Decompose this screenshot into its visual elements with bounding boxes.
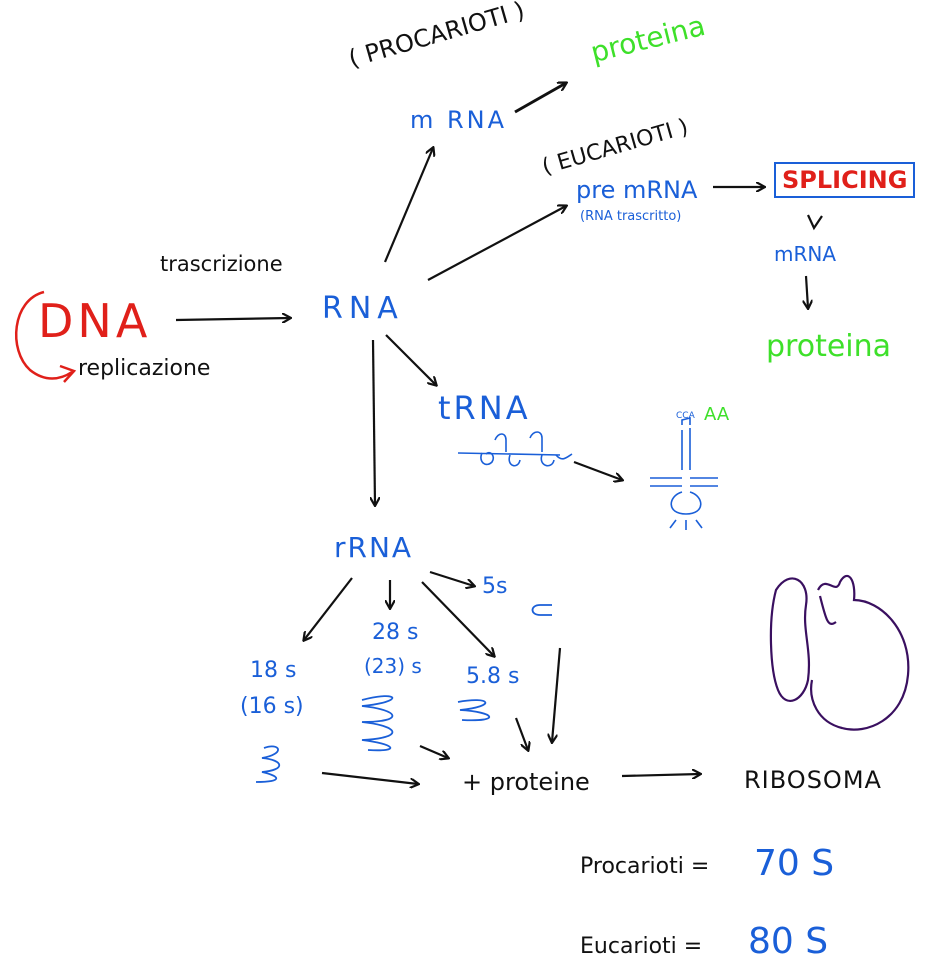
rrna-28s-squiggle (361, 695, 394, 752)
trascrizione-label: trascrizione (160, 252, 283, 276)
arrow-proteine-ribosoma (621, 774, 700, 776)
rna-label: RNA (322, 291, 404, 326)
aa-label: AA (704, 404, 730, 425)
rrna-label: rRNA (334, 531, 414, 564)
proteina-right-label: proteina (766, 329, 892, 364)
arrow-splicing-mrna (807, 214, 823, 231)
mrna-euk-label: mRNA (774, 242, 837, 266)
replication-loop-arrow (15, 290, 73, 380)
arrow-5s-proteine (552, 647, 562, 742)
arrow-mrna-proteina (514, 83, 566, 114)
rrna-5s-squiggle (531, 604, 552, 616)
rrna-16s-label: (16 s) (240, 694, 304, 719)
rrna-18s-squiggle (255, 745, 281, 783)
eucarioti-footer-value: 80 S (748, 921, 829, 962)
rrna-58s-label: 5.8 s (466, 664, 520, 689)
ribosome-drawing (769, 574, 910, 731)
rrna-5s-label: 5s (482, 574, 508, 599)
ribosoma-label: RIBOSOMA (744, 766, 882, 794)
rna-trascritto-label: (RNA trascritto) (580, 209, 682, 224)
rrna-23s-label: (23) s (364, 654, 422, 678)
proteine-label: + proteine (462, 768, 590, 796)
arrow-rrna-5s (429, 570, 474, 586)
arrow-rrna-18s (304, 577, 353, 640)
arrow-rna-mrna (383, 148, 433, 263)
arrow-rrna-58s (421, 581, 494, 656)
arrow-rna-premrna (427, 206, 566, 281)
premrna-label: pre mRNA (576, 176, 698, 204)
procarioti-footer-label: Procarioti = (580, 854, 710, 879)
arrow-58s-proteine (514, 717, 528, 750)
procarioti-footer-value: 70 S (754, 843, 835, 884)
arrow-trna-cloverleaf (573, 460, 622, 480)
trna-linear-drawing (457, 431, 573, 467)
arrow-mrnaeuk-proteina (806, 275, 808, 308)
arrow-18s-proteine (321, 771, 418, 784)
rrna-18s-label: 18 s (250, 658, 297, 683)
arrow-rna-trna (385, 334, 436, 385)
trna-label: tRNA (438, 389, 531, 427)
arrow-28s-proteine (419, 744, 448, 758)
trna-cloverleaf-drawing (650, 416, 718, 530)
cca-label: CCA (676, 411, 695, 421)
splicing-label: SPLICING (774, 162, 916, 198)
replicazione-label: replicazione (78, 356, 211, 381)
dna-label: DNA (38, 294, 152, 348)
mrna-label: m RNA (410, 106, 508, 134)
arrow-dna-rna (175, 318, 290, 320)
arrow-rna-rrna (373, 339, 375, 505)
replication-loop-arrowhead (59, 364, 77, 383)
rrna-28s-label: 28 s (372, 620, 419, 645)
eucarioti-footer-label: Eucarioti = (580, 934, 703, 959)
rrna-58s-squiggle (457, 699, 491, 722)
